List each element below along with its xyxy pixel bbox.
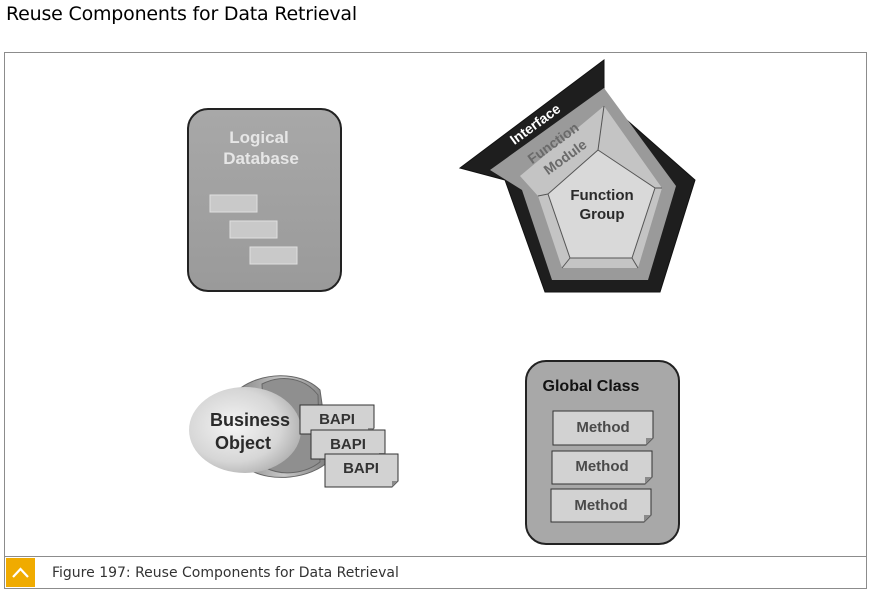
method-card: Method [551, 450, 653, 485]
bapi-label: BAPI [343, 460, 379, 477]
method-card: Method [552, 410, 654, 446]
function-group-label-2: Group [580, 206, 625, 223]
logical-database: Logical Database [187, 108, 342, 292]
bapi-card: BAPI [310, 429, 386, 460]
global-class-title: Global Class [543, 378, 640, 395]
method-label: Method [575, 458, 628, 475]
global-class: Global Class Method Method Method [525, 360, 680, 545]
figure-caption-bar [4, 556, 867, 589]
method-card: Method [550, 488, 652, 523]
logical-database-label-1: Logical [229, 128, 289, 147]
database-record [209, 194, 258, 213]
bapi-card: BAPI [324, 453, 399, 488]
page-title: Reuse Components for Data Retrieval [6, 3, 357, 25]
method-label: Method [574, 497, 627, 514]
chevron-up-icon[interactable] [6, 558, 35, 587]
business-object-label-1: Business [210, 410, 290, 430]
bapi-label: BAPI [319, 411, 355, 428]
business-object-label-2: Object [215, 433, 271, 453]
function-group-diagram: Interface Function Module Function Group [458, 59, 696, 293]
figure-caption: Figure 197: Reuse Components for Data Re… [52, 565, 399, 581]
business-object: Business Object BAPI BAPI BAPI [189, 375, 399, 488]
database-record [229, 220, 278, 239]
database-record [249, 246, 298, 265]
logical-database-label-2: Database [223, 149, 299, 168]
bapi-label: BAPI [330, 436, 366, 453]
method-label: Method [576, 419, 629, 436]
function-group-core [547, 149, 656, 259]
function-group-label-1: Function [570, 187, 633, 204]
